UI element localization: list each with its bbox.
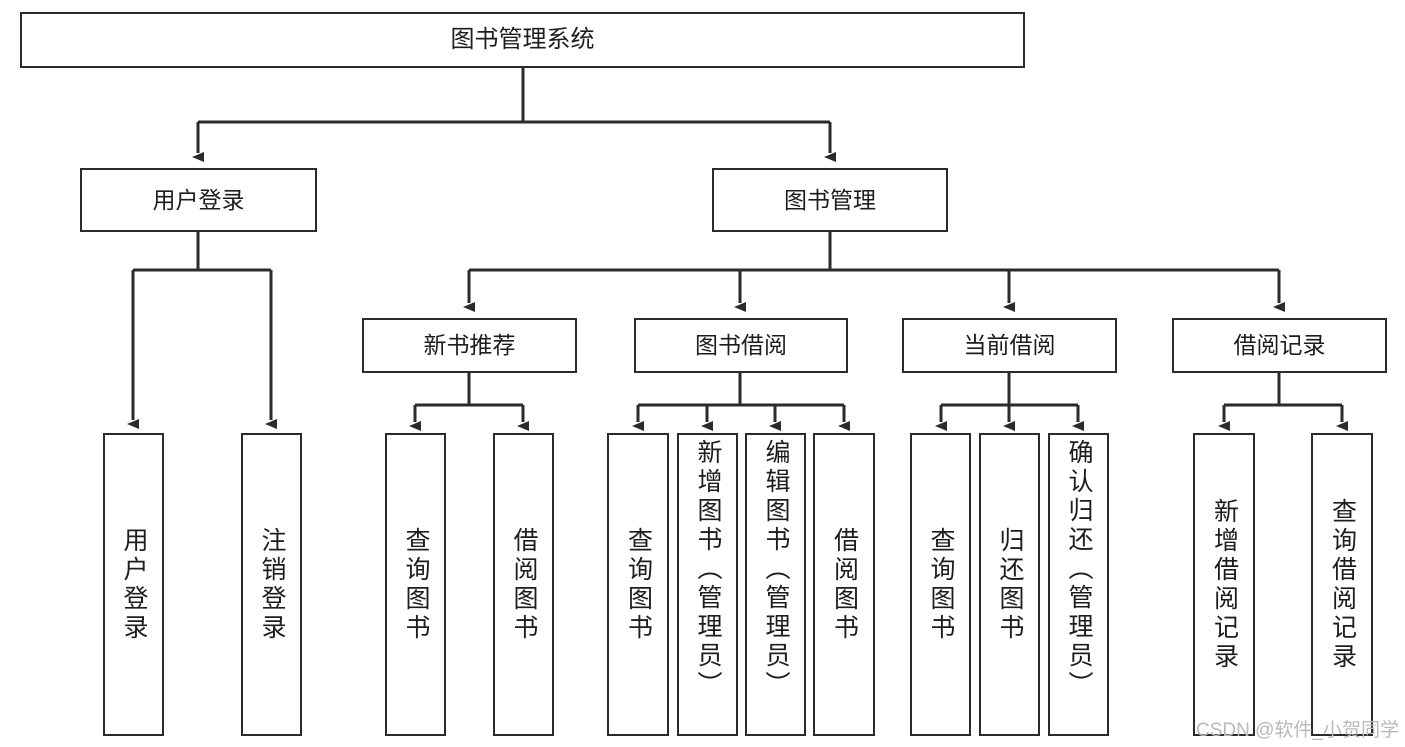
leaf-borrow-add-book[interactable]: 新增图书（管理员） xyxy=(677,433,738,736)
leaf-user-login-signout[interactable]: 注销登录 xyxy=(241,433,302,736)
node-label: 查询图书 xyxy=(402,526,430,643)
node-book-management[interactable]: 图书管理 xyxy=(712,168,948,232)
leaf-borrow-borrow-book[interactable]: 借阅图书 xyxy=(813,433,875,736)
node-label: 用户登录 xyxy=(120,526,148,643)
node-label: 编辑图书（管理员） xyxy=(762,439,790,700)
node-label: 归还图书 xyxy=(996,526,1024,643)
node-user-login[interactable]: 用户登录 xyxy=(80,168,317,232)
node-label: 借阅记录 xyxy=(1233,332,1326,359)
node-label: 新增图书（管理员） xyxy=(694,439,722,700)
node-label: 新增借阅记录 xyxy=(1210,497,1239,672)
node-label: 注销登录 xyxy=(258,526,286,643)
node-label: 借阅图书 xyxy=(830,526,859,643)
leaf-new-book-query[interactable]: 查询图书 xyxy=(385,433,446,736)
leaf-current-return-book[interactable]: 归还图书 xyxy=(979,433,1040,736)
leaf-new-book-borrow[interactable]: 借阅图书 xyxy=(493,433,554,736)
node-label: 借阅图书 xyxy=(510,526,538,643)
node-new-book-recommend[interactable]: 新书推荐 xyxy=(362,318,577,373)
node-borrow-records[interactable]: 借阅记录 xyxy=(1172,318,1387,373)
leaf-records-add[interactable]: 新增借阅记录 xyxy=(1193,433,1255,736)
node-label: 当前借阅 xyxy=(963,332,1056,359)
leaf-current-query-book[interactable]: 查询图书 xyxy=(910,433,971,736)
leaf-borrow-edit-book[interactable]: 编辑图书（管理员） xyxy=(745,433,806,736)
leaf-records-query[interactable]: 查询借阅记录 xyxy=(1311,433,1373,736)
leaf-borrow-query-book[interactable]: 查询图书 xyxy=(607,433,669,736)
node-root-system[interactable]: 图书管理系统 xyxy=(20,12,1025,68)
node-label: 用户登录 xyxy=(152,186,245,213)
node-label: 新书推荐 xyxy=(423,332,516,359)
leaf-user-login-signin[interactable]: 用户登录 xyxy=(103,433,164,736)
node-label: 查询图书 xyxy=(927,526,955,643)
node-label: 确认归还（管理员） xyxy=(1065,439,1093,700)
node-current-borrow[interactable]: 当前借阅 xyxy=(902,318,1117,373)
node-label: 查询借阅记录 xyxy=(1328,497,1357,672)
node-label: 图书借阅 xyxy=(695,332,787,359)
node-label: 图书管理 xyxy=(784,186,876,213)
node-label: 查询图书 xyxy=(624,526,653,643)
node-label: 图书管理系统 xyxy=(450,26,595,54)
leaf-current-confirm-return[interactable]: 确认归还（管理员） xyxy=(1048,433,1109,736)
node-book-borrow[interactable]: 图书借阅 xyxy=(634,318,848,373)
